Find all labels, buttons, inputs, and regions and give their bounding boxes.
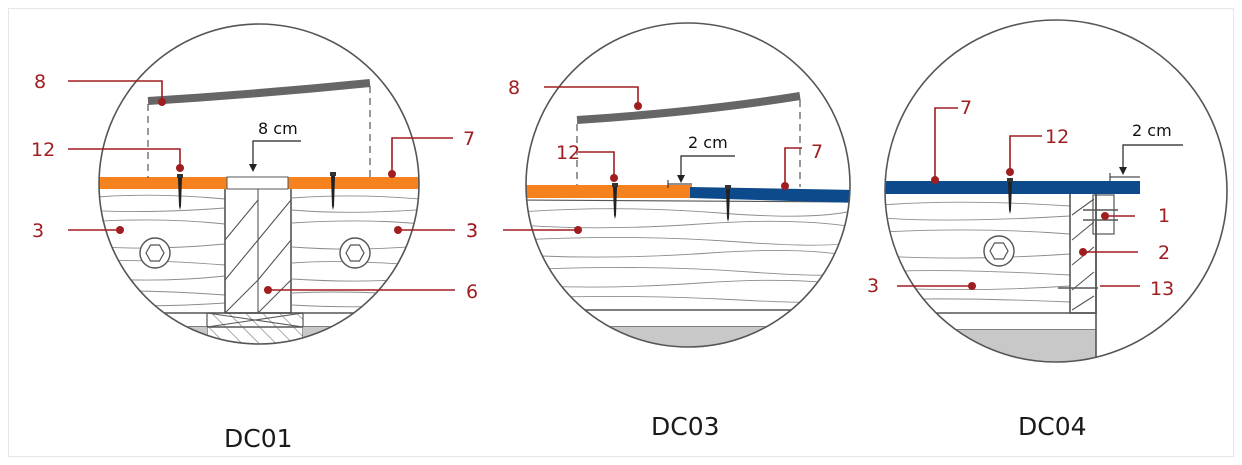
svg-text:6: 6 <box>466 281 478 303</box>
handrail-8 <box>147 79 371 105</box>
dimension-8cm: 8 cm <box>249 119 301 172</box>
dimension-label: 2 cm <box>1132 121 1172 140</box>
detail-dc04: 2 cm 7 12 1 2 3 13 DC04 <box>867 19 1228 441</box>
post-6 <box>224 185 292 314</box>
callout-1: 1 <box>1101 205 1170 227</box>
svg-text:7: 7 <box>811 141 823 163</box>
caption-dc04: DC04 <box>1018 412 1087 441</box>
detail-circle <box>98 23 420 345</box>
detail-dc03: 2 cm 8 12 7 3 DC03 <box>466 22 851 441</box>
screw-icon <box>725 185 731 222</box>
caption-dc03: DC03 <box>651 412 720 441</box>
svg-text:8: 8 <box>508 77 520 99</box>
callout-2: 2 <box>1079 242 1170 264</box>
callout-3: 3 <box>466 220 582 242</box>
callout-8: 8 <box>508 77 642 110</box>
screw-icon <box>612 183 618 219</box>
drawing-frame <box>8 8 1234 457</box>
handrail-8 <box>576 92 801 124</box>
gap-8cm <box>226 176 289 190</box>
callout-13: 13 <box>1100 278 1174 300</box>
bolt-right <box>339 237 371 269</box>
dimension-2cm: 2 cm <box>1109 121 1183 181</box>
bracket-1 <box>1083 194 1118 235</box>
svg-text:12: 12 <box>556 142 580 164</box>
detail-circle <box>525 22 851 348</box>
svg-text:12: 12 <box>1045 126 1069 148</box>
callout-3-left: 3 <box>32 220 124 242</box>
detail-circle <box>884 19 1228 363</box>
dimension-label: 2 cm <box>688 133 728 152</box>
bolt <box>983 235 1015 267</box>
callout-12: 12 <box>31 139 184 172</box>
ground <box>900 330 1096 362</box>
deck-board-blue <box>885 181 1140 194</box>
svg-text:3: 3 <box>32 220 44 242</box>
screw-icon <box>330 172 336 210</box>
svg-text:3: 3 <box>867 275 879 297</box>
deck-board-orange <box>526 185 692 198</box>
caption-dc01: DC01 <box>224 424 293 453</box>
wood-beam <box>526 208 850 303</box>
bolt-left <box>139 237 171 269</box>
svg-text:3: 3 <box>466 220 478 242</box>
svg-text:7: 7 <box>960 97 972 119</box>
dimension-label: 8 cm <box>258 119 298 138</box>
svg-text:8: 8 <box>34 71 46 93</box>
callout-3: 3 <box>867 275 976 297</box>
callout-7: 7 <box>388 128 475 178</box>
callout-6: 6 <box>264 281 478 303</box>
ground <box>526 327 850 347</box>
deck-board-right <box>288 177 419 189</box>
callout-12: 12 <box>556 142 618 182</box>
base-plate <box>99 312 419 344</box>
callout-3-right: 3 <box>394 220 478 242</box>
svg-text:3: 3 <box>466 220 478 242</box>
callout-7: 7 <box>931 97 972 184</box>
svg-text:2: 2 <box>1158 242 1170 264</box>
wood-beam <box>885 201 1071 303</box>
svg-text:1: 1 <box>1158 205 1170 227</box>
svg-text:13: 13 <box>1150 278 1174 300</box>
callout-7: 7 <box>781 141 823 190</box>
deck-board-left <box>99 177 227 189</box>
screw-icon <box>177 174 183 210</box>
deck-board-blue <box>690 187 850 203</box>
dimension-2cm: 2 cm <box>667 133 735 188</box>
svg-text:12: 12 <box>31 139 55 161</box>
svg-text:7: 7 <box>463 128 475 150</box>
screw-icon <box>1007 178 1013 214</box>
callout-12: 12 <box>1006 126 1069 176</box>
detail-dc01: 8 cm 8 12 7 3 3 6 DC01 <box>31 23 478 453</box>
callout-8: 8 <box>34 71 166 106</box>
